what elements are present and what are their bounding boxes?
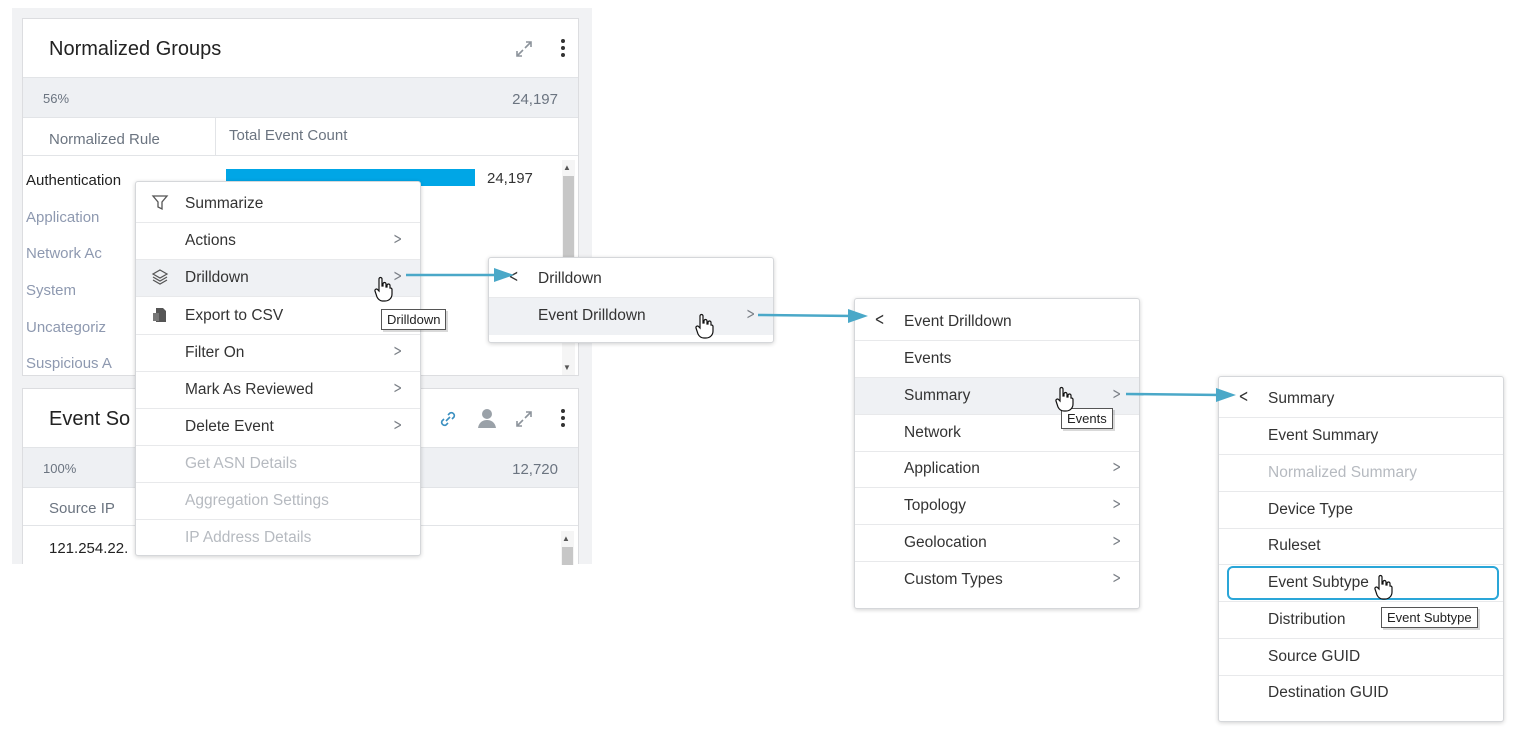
chevron-left-icon: <	[508, 266, 519, 287]
list-item[interactable]: Authentication	[26, 172, 122, 189]
flow-arrow-icon	[1125, 388, 1236, 402]
menu-item-event-summary[interactable]: Event Summary	[1219, 418, 1503, 455]
chevron-right-icon: >	[1111, 568, 1121, 587]
export-icon	[151, 306, 169, 324]
menu-item-custom-types[interactable]: Custom Types >	[904, 568, 1121, 588]
percent-value: 100%	[43, 461, 77, 476]
menu-item-get-asn-details: Get ASN Details	[136, 446, 420, 483]
chevron-right-icon: >	[1111, 531, 1121, 550]
chevron-right-icon: >	[1111, 384, 1121, 403]
widget-title: Event So	[49, 408, 131, 430]
tooltip-events: Events	[1061, 408, 1113, 429]
summary-submenu: < Summary Event Summary Normalized Summa…	[1218, 376, 1504, 722]
expand-icon[interactable]	[514, 39, 534, 63]
menu-item-destination-guid[interactable]: Destination GUID	[1268, 684, 1389, 701]
total-value: 24,197	[512, 91, 558, 108]
total-value: 12,720	[512, 461, 558, 478]
list-item[interactable]: Suspicious A	[26, 355, 112, 372]
list-item[interactable]: 121.254.22.	[49, 540, 129, 557]
context-menu: Summarize Actions > Drilldown > Export t…	[135, 181, 421, 556]
column-divider	[215, 118, 216, 155]
count-bar-value: 24,197	[487, 170, 533, 187]
chevron-right-icon: >	[392, 378, 402, 397]
scroll-thumb[interactable]	[562, 547, 573, 565]
percent-value: 56%	[43, 91, 70, 106]
hand-cursor-icon	[1055, 386, 1074, 412]
menu-item-ip-address-details: IP Address Details	[185, 529, 312, 546]
menu-item-distribution[interactable]: Distribution	[1219, 602, 1503, 639]
menu-item-summary[interactable]: Summary >	[855, 378, 1139, 415]
scroll-up-icon[interactable]: ▲	[563, 163, 571, 172]
drilldown-submenu: < Drilldown Event Drilldown >	[488, 257, 774, 343]
menu-item-summarize[interactable]: Summarize	[136, 186, 420, 223]
menu-item-geolocation[interactable]: Geolocation >	[855, 525, 1139, 562]
event-drilldown-submenu: < Event Drilldown Events Summary > Netwo…	[854, 298, 1140, 609]
column-header-normalized-rule[interactable]: Normalized Rule	[49, 131, 160, 148]
widget-title: Normalized Groups	[49, 38, 222, 60]
chevron-right-icon: >	[392, 229, 402, 248]
chevron-right-icon: >	[1111, 457, 1121, 476]
list-item[interactable]: System	[26, 282, 77, 299]
menu-back-drilldown[interactable]: < Drilldown	[489, 261, 773, 298]
hand-cursor-icon	[1374, 574, 1393, 600]
list-item[interactable]: Application	[26, 209, 100, 226]
list-item[interactable]: Network Ac	[26, 245, 102, 262]
menu-item-event-drilldown[interactable]: Event Drilldown >	[489, 298, 773, 335]
scrollbar[interactable]: ▲	[561, 531, 574, 565]
link-icon[interactable]	[437, 408, 459, 434]
menu-item-device-type[interactable]: Device Type	[1219, 492, 1503, 529]
menu-item-application[interactable]: Application >	[855, 451, 1139, 488]
scroll-up-icon[interactable]: ▲	[562, 534, 570, 543]
menu-item-network[interactable]: Network	[855, 415, 1139, 452]
filter-icon	[151, 194, 169, 212]
scroll-thumb[interactable]	[563, 176, 574, 266]
flow-arrow-icon	[406, 268, 514, 282]
layers-icon	[151, 268, 169, 286]
chevron-right-icon: >	[1111, 494, 1121, 513]
summary-row: 56% 24,197	[23, 77, 578, 118]
list-item[interactable]: Uncategoriz	[26, 319, 107, 336]
tooltip-event-subtype: Event Subtype	[1381, 607, 1478, 628]
menu-item-source-guid[interactable]: Source GUID	[1219, 639, 1503, 676]
menu-item-topology[interactable]: Topology >	[855, 488, 1139, 525]
menu-back-summary[interactable]: < Summary	[1219, 381, 1503, 418]
column-header-source-ip[interactable]: Source IP	[49, 500, 115, 517]
chevron-left-icon: <	[874, 309, 885, 330]
menu-item-actions[interactable]: Actions >	[136, 223, 420, 260]
menu-item-filter-on[interactable]: Filter On >	[136, 335, 420, 372]
menu-back-event-drilldown[interactable]: < Event Drilldown	[855, 304, 1139, 341]
menu-item-ruleset[interactable]: Ruleset	[1219, 528, 1503, 565]
hand-cursor-icon	[374, 276, 393, 302]
expand-icon[interactable]	[514, 409, 534, 433]
more-options-icon[interactable]	[561, 39, 565, 60]
scroll-down-icon[interactable]: ▼	[563, 363, 571, 372]
more-options-icon[interactable]	[561, 409, 565, 430]
selection-highlight	[1227, 566, 1499, 600]
menu-item-aggregation-settings: Aggregation Settings	[136, 483, 420, 520]
flow-arrow-icon	[757, 309, 868, 323]
menu-item-delete-event[interactable]: Delete Event >	[136, 409, 420, 446]
chevron-right-icon: >	[392, 341, 402, 360]
column-header-total-event-count[interactable]: Total Event Count	[229, 127, 348, 144]
chevron-right-icon: >	[745, 304, 755, 323]
menu-item-normalized-summary: Normalized Summary	[1219, 455, 1503, 492]
chevron-right-icon: >	[392, 415, 402, 434]
menu-item-drilldown[interactable]: Drilldown >	[136, 260, 420, 297]
user-icon[interactable]	[476, 407, 498, 433]
tooltip-drilldown: Drilldown	[381, 309, 447, 330]
chevron-right-icon: >	[392, 266, 402, 285]
menu-item-event-subtype[interactable]: Event Subtype	[1219, 565, 1503, 602]
table-header: Normalized Rule Total Event Count	[23, 118, 578, 156]
menu-item-mark-as-reviewed[interactable]: Mark As Reviewed >	[136, 372, 420, 409]
hand-cursor-icon	[695, 313, 714, 339]
menu-item-export-csv[interactable]: Export to CSV	[136, 298, 420, 335]
chevron-left-icon: <	[1238, 386, 1249, 407]
menu-item-events[interactable]: Events	[855, 341, 1139, 378]
